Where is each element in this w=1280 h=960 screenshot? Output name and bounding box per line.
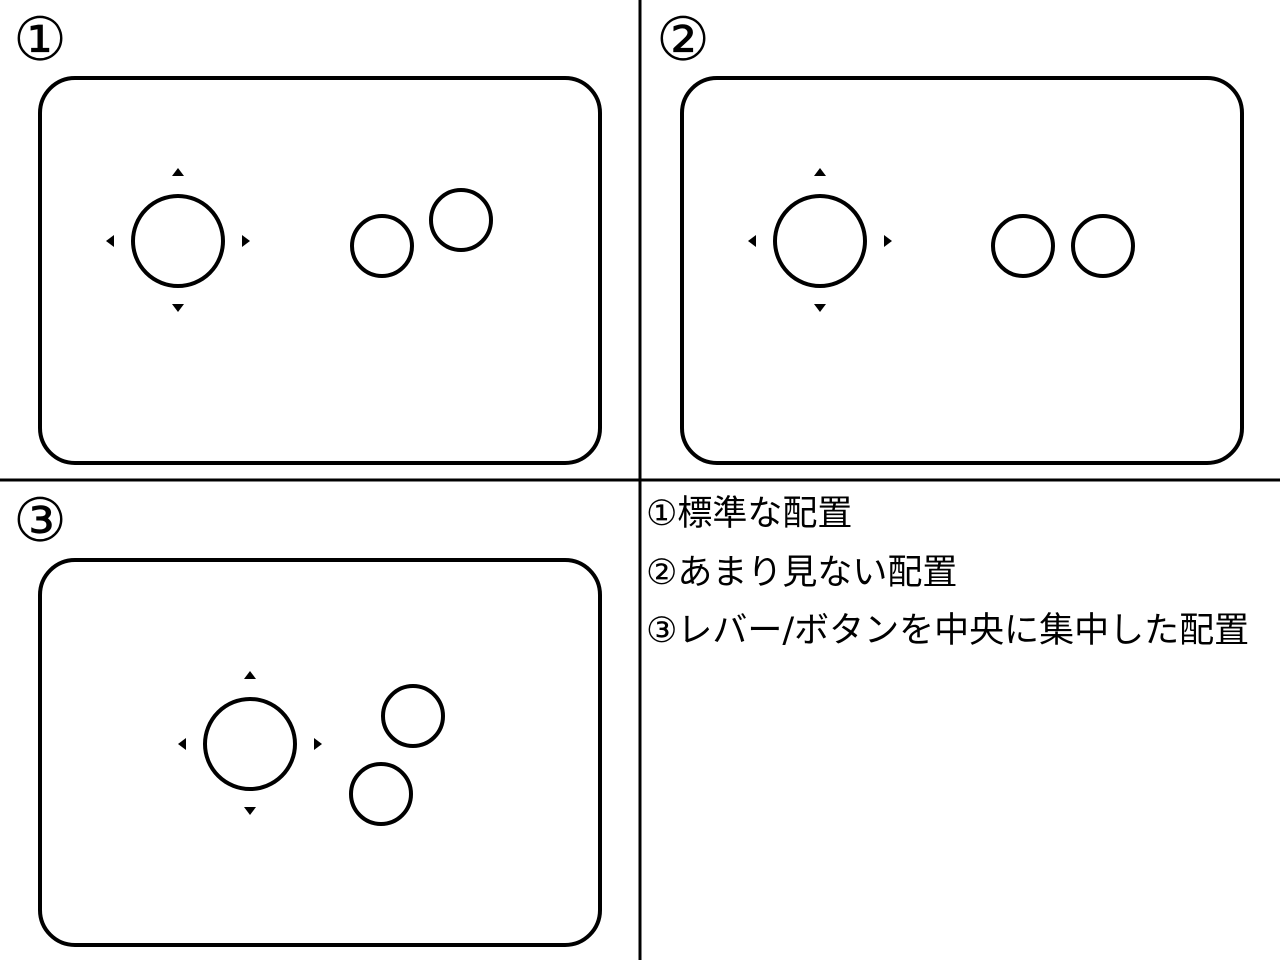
panel-2-button-a	[991, 214, 1055, 278]
panel-3-arrow-right-icon	[314, 738, 322, 750]
panel-3-arrow-left-icon	[178, 738, 186, 750]
panel-2-button-b	[1071, 214, 1135, 278]
panel-3-button-a	[381, 684, 445, 748]
panel-2-controller-outline	[680, 76, 1244, 465]
panel-2-arrow-down-icon	[814, 304, 826, 312]
panel-1-button-b	[429, 188, 493, 252]
legend-line-standard: ①標準な配置	[646, 494, 853, 534]
panel-1-arrow-down-icon	[172, 304, 184, 312]
panel-1-button-a	[350, 214, 414, 278]
legend-line-rare: ②あまり見ない配置	[646, 553, 958, 593]
panel-2-lever	[773, 194, 867, 288]
panel-1-controller-outline	[38, 76, 602, 465]
panel-1-lever	[131, 194, 225, 288]
panel-3-button-b	[349, 762, 413, 826]
panel-1-number: ①	[13, 5, 67, 75]
legend-line-centered: ③レバー/ボタンを中央に集中した配置	[646, 611, 1250, 651]
panel-3-controller-outline	[38, 558, 602, 947]
panel-1-arrow-up-icon	[172, 168, 184, 176]
panel-3-number: ③	[13, 486, 67, 556]
panel-3-arrow-up-icon	[244, 671, 256, 679]
panel-3-lever	[203, 697, 297, 791]
panel-3: ③	[13, 486, 602, 947]
panel-2-arrow-left-icon	[748, 235, 756, 247]
panel-2: ②	[656, 5, 1244, 465]
panel-1-arrow-left-icon	[106, 235, 114, 247]
panel-2-arrow-right-icon	[884, 235, 892, 247]
panel-1: ①	[13, 5, 602, 465]
panel-1-arrow-right-icon	[242, 235, 250, 247]
panel-2-number: ②	[656, 5, 710, 75]
panel-3-arrow-down-icon	[244, 807, 256, 815]
panel-2-arrow-up-icon	[814, 168, 826, 176]
